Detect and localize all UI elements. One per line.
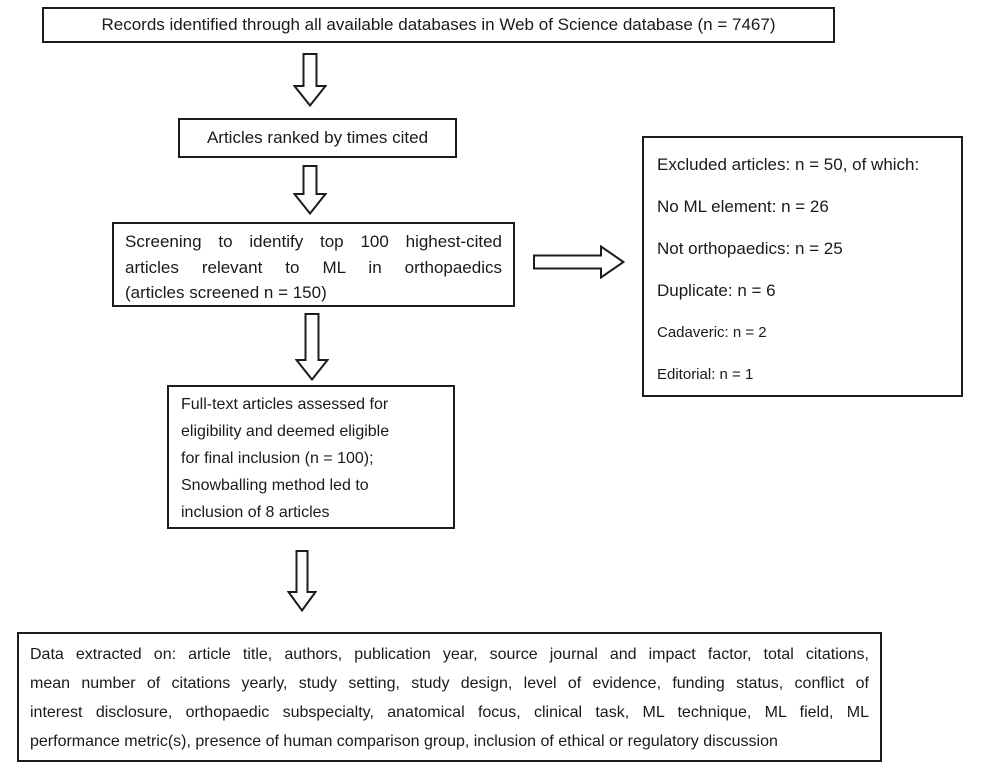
data-extracted-line: Data extracted on: article title, author…: [30, 646, 869, 663]
records-identified-text: Records identified through all available…: [101, 15, 776, 34]
excluded-reason-no-ml: No ML element: n = 26: [657, 197, 829, 216]
screening-line: articles relevant to ML in orthopaedics: [125, 257, 502, 277]
down-arrow-icon: [293, 53, 327, 107]
articles-ranked-text: Articles ranked by times cited: [206, 128, 429, 147]
fulltext-line: Full-text articles assessed for: [181, 396, 389, 413]
excluded-reason-duplicate: Duplicate: n = 6: [657, 281, 776, 300]
down-arrow-icon: [295, 313, 329, 381]
excluded-header: Excluded articles: n = 50, of which:: [657, 155, 920, 174]
fulltext-line: inclusion of 8 articles: [181, 504, 330, 521]
screening-line: (articles screened n = 150): [125, 283, 327, 302]
excluded-reason-editorial: Editorial: n = 1: [657, 366, 754, 383]
data-extracted-box: Data extracted on: article title, author…: [17, 632, 882, 762]
screening-box: Screening to identify top 100 highest-ci…: [112, 222, 515, 307]
right-arrow-icon: [533, 245, 625, 279]
excluded-articles-box: Excluded articles: n = 50, of which: No …: [642, 136, 963, 397]
excluded-reason-cadaveric: Cadaveric: n = 2: [657, 324, 767, 341]
data-extracted-line: mean number of citations yearly, study s…: [30, 675, 869, 692]
data-extracted-line: interest disclosure, orthopaedic subspec…: [30, 704, 869, 721]
down-arrow-icon: [287, 550, 317, 612]
fulltext-assessed-box: Full-text articles assessed for eligibil…: [167, 385, 455, 529]
down-arrow-icon: [293, 165, 327, 215]
fulltext-line: eligibility and deemed eligible: [181, 423, 390, 440]
articles-ranked-box: Articles ranked by times cited: [178, 118, 457, 158]
screening-line: Screening to identify top 100 highest-ci…: [125, 232, 502, 251]
excluded-reason-not-orthopaedics: Not orthopaedics: n = 25: [657, 239, 843, 258]
records-identified-box: Records identified through all available…: [42, 7, 835, 43]
fulltext-line: Snowballing method led to: [181, 477, 369, 494]
data-extracted-line: performance metric(s), presence of human…: [30, 733, 778, 750]
fulltext-line: for final inclusion (n = 100);: [181, 450, 374, 467]
